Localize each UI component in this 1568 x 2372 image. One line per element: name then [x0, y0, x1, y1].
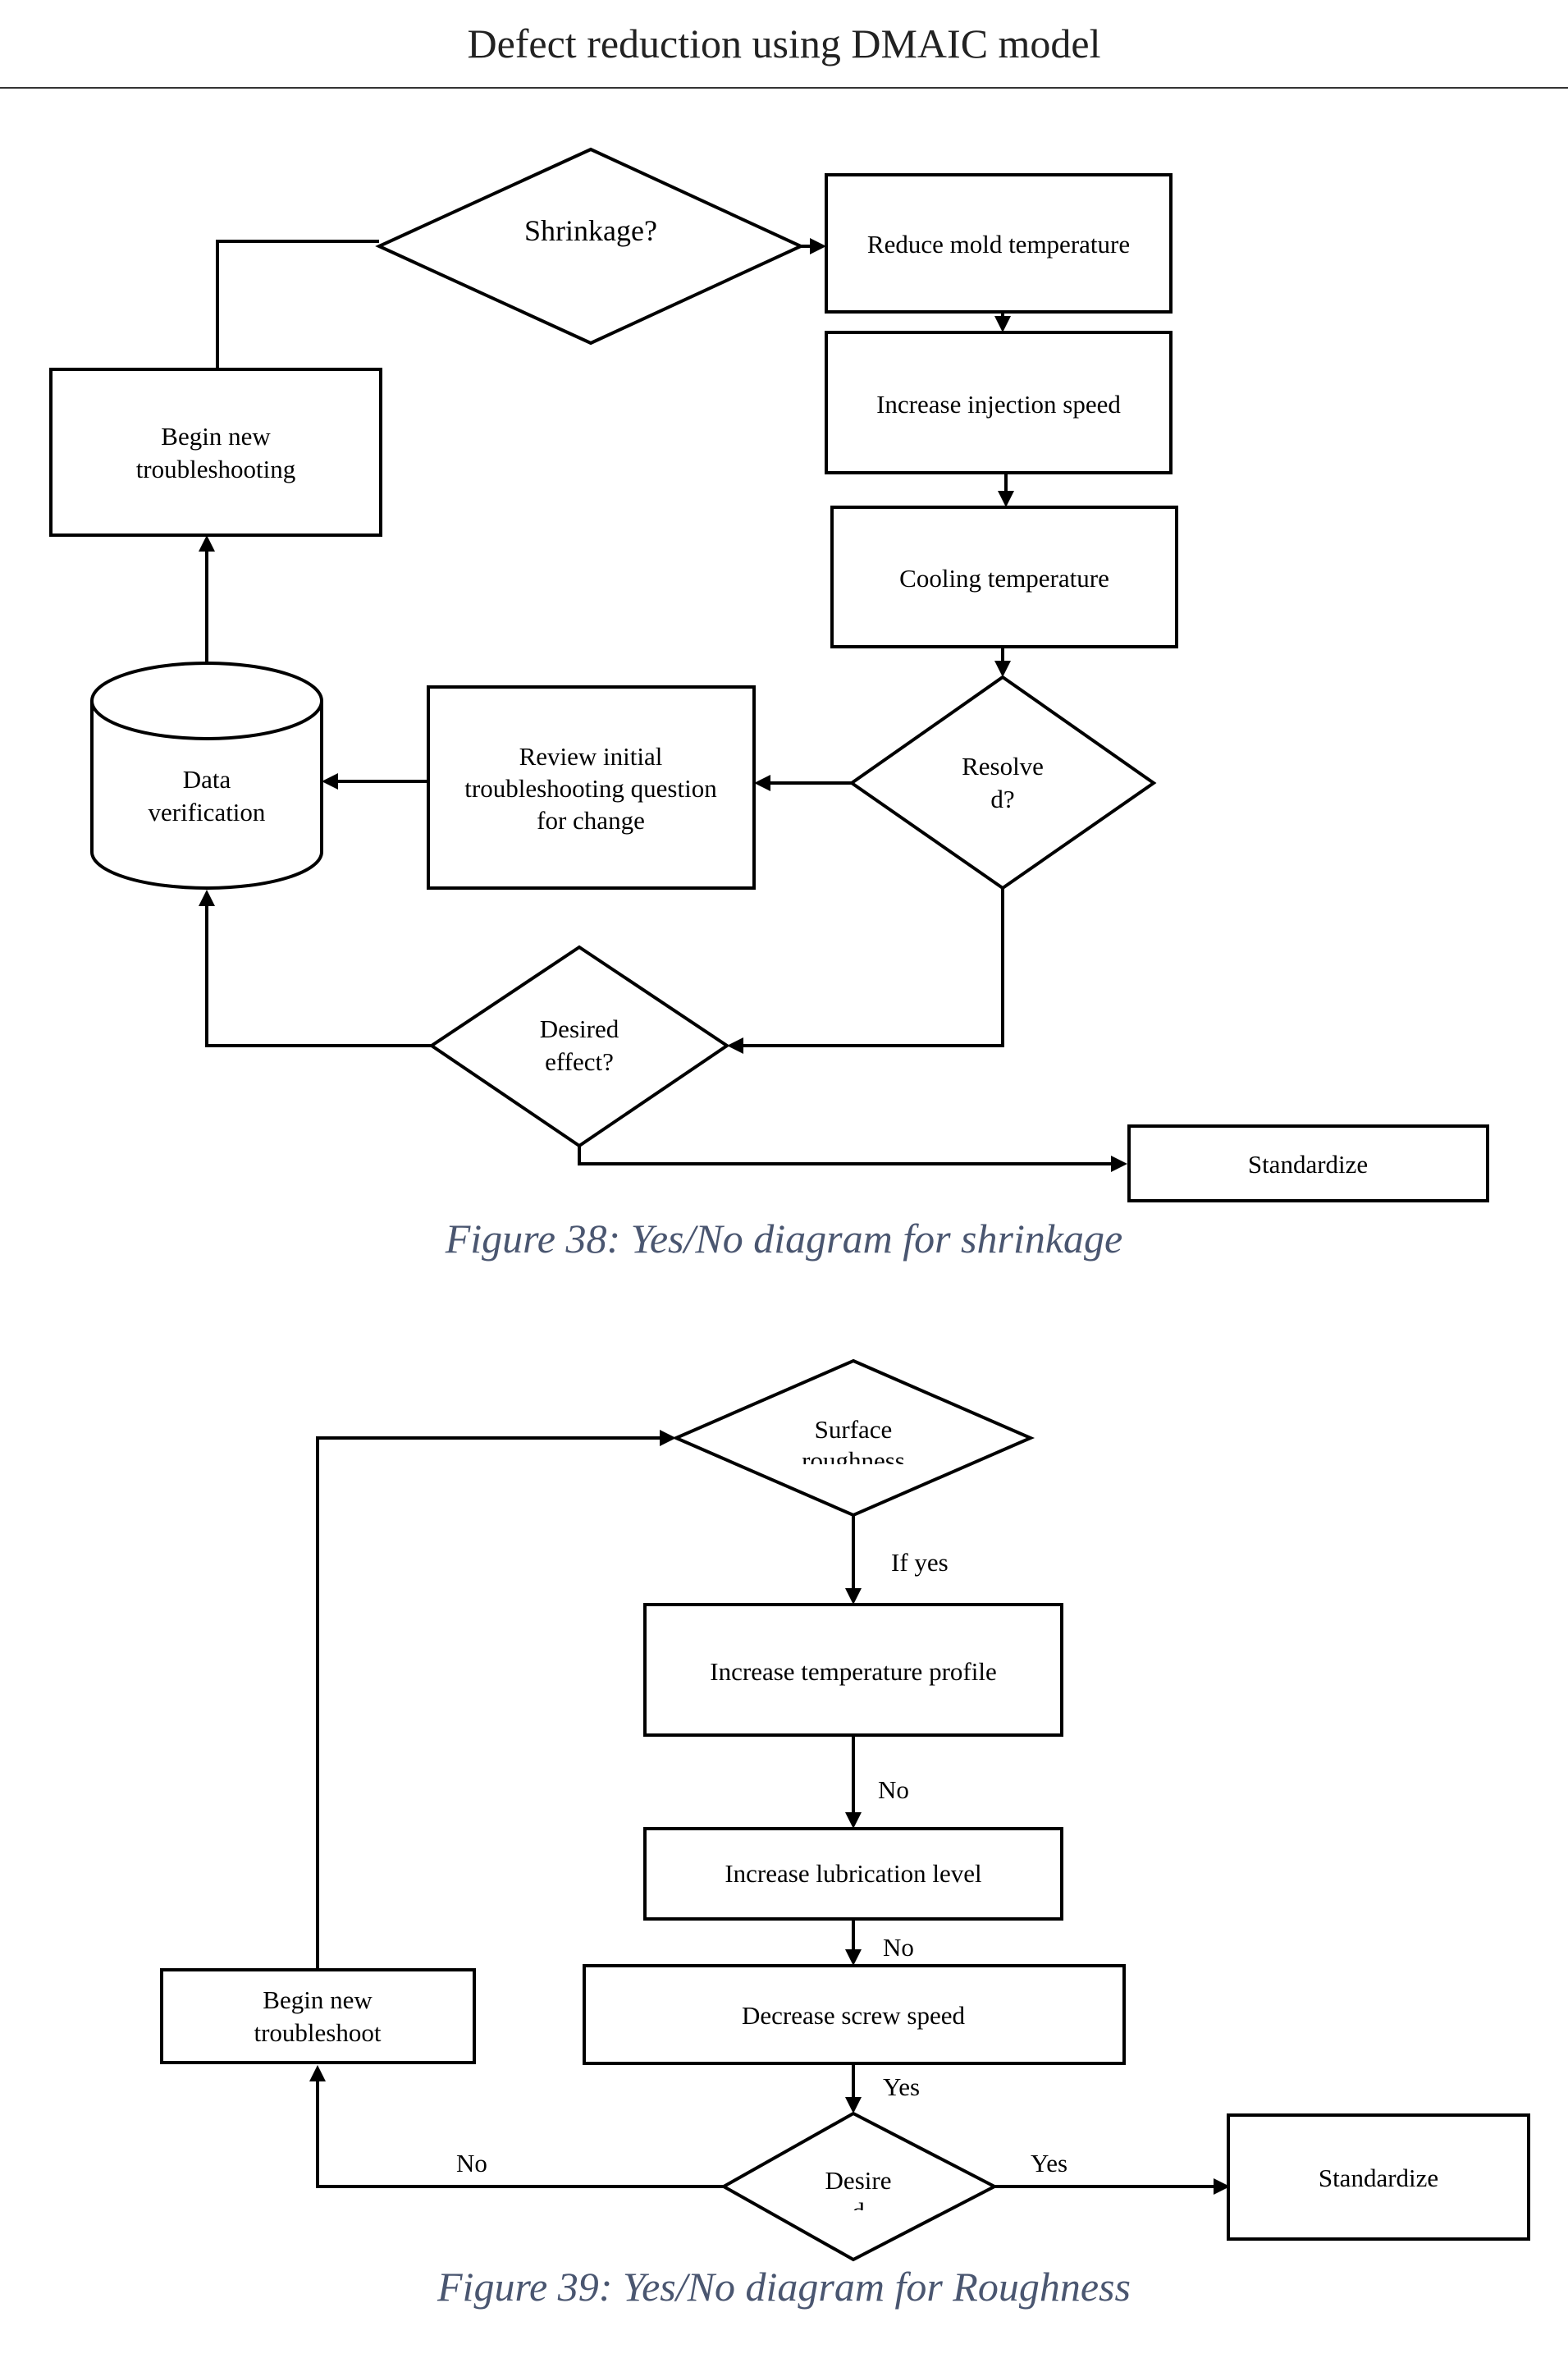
label-increase-injection-speed: Increase injection speed [876, 390, 1121, 419]
arrowhead [998, 491, 1014, 507]
label-begin-troubleshoot-line2: troubleshoot [254, 2018, 382, 2047]
decision-resolved [848, 675, 1157, 891]
arrowhead [994, 661, 1011, 677]
label-surface-line2: roughness [802, 1446, 905, 1475]
header-rule [0, 87, 1568, 89]
decision-desired [720, 2111, 999, 2262]
label-desired-line1: Desired [540, 1014, 619, 1043]
label-data-verification-line2: verification [149, 798, 266, 827]
label-resolved-line1: Resolve [962, 752, 1044, 781]
label-desired-line2: d [852, 2197, 865, 2226]
figure-39-caption: Figure 39: Yes/No diagram for Roughness [437, 2264, 1131, 2310]
data-verification-cylinder-top [90, 662, 323, 740]
label-increase-lubrication-level: Increase lubrication level [725, 1859, 981, 1888]
arrowhead [845, 1588, 862, 1605]
arrowhead [199, 890, 215, 906]
label-resolved-line2: d? [990, 785, 1014, 813]
step-increase-injection-speed [825, 331, 1173, 474]
label-review-line3: for change [537, 806, 645, 835]
connector-resolved-to-desired [737, 888, 1004, 1047]
edge-label-no-3: No [456, 2149, 487, 2177]
edge-label-if-yes: If yes [891, 1548, 949, 1577]
arrowhead [845, 2097, 862, 2113]
data-verification-cylinder [90, 701, 323, 890]
step-begin-new-troubleshoot [160, 1968, 476, 2064]
arrowhead [845, 1949, 862, 1966]
label-decrease-screw-speed: Decrease screw speed [742, 2001, 965, 2030]
label-increase-temperature-profile: Increase temperature profile [710, 1657, 996, 1686]
label-standardize-2: Standardize [1319, 2164, 1438, 2192]
step-standardize-2 [1227, 2113, 1530, 2241]
figure-39-diagram: Surface roughness If yes Increase temper… [160, 1358, 1530, 2262]
arrowhead [660, 1430, 676, 1446]
edge-label-yes-1: Yes [883, 2072, 920, 2101]
arrowhead [727, 1037, 743, 1054]
figure-38-caption: Figure 38: Yes/No diagram for shrinkage [445, 1216, 1123, 1262]
label-standardize: Standardize [1248, 1150, 1368, 1179]
page-header: Defect reduction using DMAIC model [467, 21, 1101, 66]
arrowhead [845, 1812, 862, 1829]
connector-begin-to-surface [316, 1436, 665, 1968]
label-reduce-mold-temperature: Reduce mold temperature [867, 230, 1130, 259]
decision-surface-roughness [671, 1358, 1035, 1518]
label-review-line2: troubleshooting question [464, 774, 717, 803]
arrowhead [309, 2065, 326, 2081]
step-increase-lubrication-level [643, 1827, 1063, 1921]
label-data-verification-line1: Data [183, 765, 231, 794]
step-decrease-screw-speed [583, 1964, 1126, 2065]
connector-desired-to-standardize [578, 1146, 1116, 1165]
label-surface-line1: Surface [815, 1415, 893, 1444]
label-desired-line2: effect? [545, 1047, 614, 1076]
arrowhead [1111, 1156, 1127, 1172]
step-standardize [1127, 1124, 1489, 1202]
edge-label-yes-2: Yes [1031, 2149, 1067, 2177]
edge-label-no-1: No [878, 1775, 909, 1804]
edge-label-no-2: No [883, 1933, 914, 1962]
decision-desired-effect [428, 945, 730, 1148]
step-cooling-temperature [830, 506, 1178, 648]
label-cooling-temperature: Cooling temperature [899, 564, 1109, 593]
label-begin-troubleshoot-line1: Begin new [263, 1985, 373, 2014]
arrowhead [754, 775, 770, 791]
arrowhead [810, 238, 826, 254]
arrowhead [1214, 2178, 1230, 2195]
step-reduce-mold-temperature [825, 173, 1173, 314]
label-begin-line1: Begin new [161, 422, 271, 451]
connector-begin-to-shrinkage [216, 240, 379, 369]
label-shrinkage: Shrinkage? [524, 214, 657, 247]
step-increase-temperature-profile [643, 1603, 1063, 1737]
label-begin-line2: troubleshooting [136, 455, 296, 483]
decision-shrinkage [375, 147, 805, 346]
connector-desired-to-dataver [205, 900, 432, 1047]
step-review-initial-question [427, 685, 756, 890]
label-review-line1: Review initial [519, 742, 663, 771]
arrowhead [199, 535, 215, 552]
arrowhead [322, 773, 338, 790]
arrowhead [994, 316, 1011, 332]
label-desired-line1: Desire [825, 2166, 892, 2195]
figure-38-diagram: Shrinkage? Reduce mold temperature Incre… [49, 147, 1489, 1202]
connector-desired-to-begin [316, 2077, 724, 2188]
step-begin-new-troubleshooting [49, 368, 382, 537]
